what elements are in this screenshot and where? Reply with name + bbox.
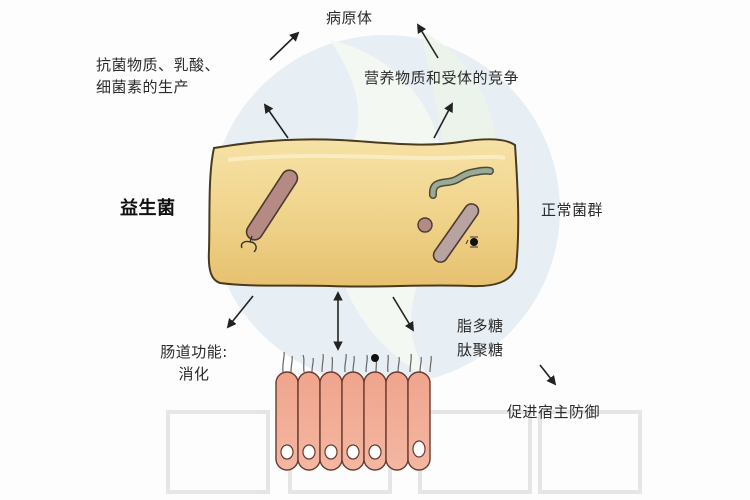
label-pathogen: 病原体 [326, 9, 373, 27]
rod-bacterium-icon [432, 203, 480, 263]
arrow-to-intestinal [226, 295, 254, 329]
label-antibacterial-line2: 细菌素的生产 [96, 78, 190, 96]
arrow-to-host-defense [539, 364, 557, 386]
arrow-to-competition [433, 102, 453, 139]
label-intestinal-line1: 肠道功能: [160, 343, 228, 361]
label-host-defense: 促进宿主防御 [507, 403, 601, 421]
label-lps: 脂多糖 [457, 317, 504, 335]
spiral-bacterium-icon [428, 166, 494, 199]
cell-nuclei [280, 440, 426, 460]
arrow-to-antibacterial [263, 103, 289, 139]
arrow-to-lps [392, 296, 414, 332]
coccus-bacterium-icon [417, 217, 433, 233]
probiotic-bacterium-icon [240, 169, 299, 253]
label-probiotics: 益生菌 [120, 198, 176, 219]
label-antibacterial-line1: 抗菌物质、乳酸、 [96, 56, 221, 74]
label-normal-flora: 正常菌群 [541, 201, 604, 219]
label-intestinal-line2: 消化 [178, 365, 210, 383]
arrow-to-pathogen-right [417, 23, 439, 59]
bacterium-dot [371, 354, 379, 362]
label-competition: 营养物质和受体的竞争 [364, 69, 520, 87]
arrow-to-pathogen-left [269, 31, 300, 61]
label-peptidoglycan: 肽聚糖 [457, 341, 504, 359]
epithelial-cells [275, 351, 432, 471]
